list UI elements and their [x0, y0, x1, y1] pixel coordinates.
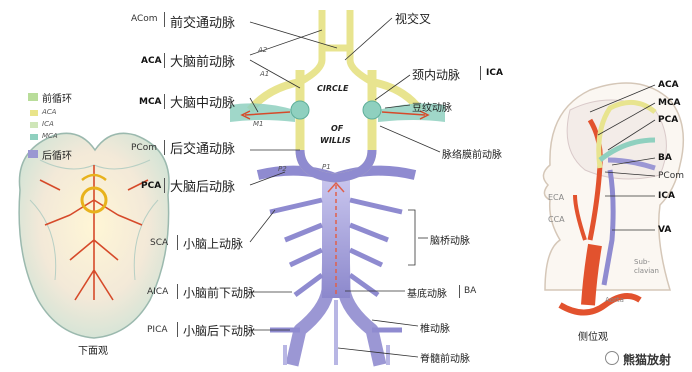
legend-aca: ACA — [42, 108, 56, 116]
label-mca-cn: 大脑中动脉 — [170, 92, 235, 111]
label-pca-cn: 大脑后动脉 — [170, 176, 235, 195]
lateral-label-ba: BA — [658, 153, 672, 163]
watermark-logo-icon — [605, 351, 619, 365]
lateral-label-ica: ICA — [658, 191, 675, 201]
lateral-label-pca: PCA — [658, 115, 678, 125]
divider — [164, 53, 165, 68]
legend-mca: MCA — [42, 132, 58, 140]
label-pcom-cn: 后交通动脉 — [170, 138, 235, 157]
divider — [177, 322, 178, 337]
circle-title-line2: OF — [331, 124, 343, 133]
label-basilar-cn: 基底动脉 — [407, 285, 447, 300]
label-aca-cn: 大脑前动脉 — [170, 51, 235, 70]
legend-swatch-anterior — [28, 93, 38, 101]
legend-swatch-aca — [30, 110, 38, 116]
segment-p1: P1 — [322, 163, 331, 171]
lateral-label-mca: MCA — [658, 98, 681, 108]
label-acom-abbr: ACom — [131, 14, 158, 24]
circle-of-willis-ring — [250, 10, 420, 178]
lateral-view-caption: 侧位观 — [578, 328, 608, 343]
label-sca-cn: 小脑上动脉 — [183, 235, 243, 252]
bottom-view-caption: 下面观 — [78, 342, 108, 357]
divider — [164, 12, 165, 27]
lateral-label-aca: ACA — [658, 80, 679, 90]
label-vertebral: 椎动脉 — [420, 320, 450, 335]
legend-swatch-ica — [30, 122, 38, 128]
legend-anterior-label: 前循环 — [42, 90, 72, 105]
circle-title-line3: WILLIS — [320, 136, 351, 145]
label-anterior-choroidal: 脉络膜前动脉 — [442, 146, 502, 161]
segment-p2: P2 — [278, 165, 287, 173]
lateral-label-aorta: Aorta — [605, 296, 624, 304]
label-aica-cn: 小脑前下动脉 — [183, 284, 255, 301]
legend-ica: ICA — [42, 120, 54, 128]
bottom-view-brain — [19, 133, 169, 338]
lateral-label-subclavian: Sub- clavian — [634, 258, 659, 276]
divider — [177, 284, 178, 299]
label-pca-abbr: PCA — [141, 181, 161, 191]
label-acom-cn: 前交通动脉 — [170, 12, 235, 31]
label-aca-abbr: ACA — [141, 56, 162, 66]
label-lenticulostriate: 豆纹动脉 — [412, 99, 452, 114]
posterior-circulation — [258, 171, 415, 365]
legend-swatch-posterior — [28, 150, 38, 158]
lateral-label-pcom: PCom — [658, 171, 684, 181]
segment-a2: A2 — [258, 46, 267, 54]
legend-posterior-label: 后循环 — [42, 147, 72, 162]
divider — [459, 285, 460, 298]
label-aica-abbr: AICA — [147, 287, 168, 297]
label-basilar-abbr: BA — [464, 286, 476, 296]
lateral-label-cca: CCA — [548, 215, 565, 224]
divider — [177, 235, 178, 250]
watermark-text: 熊猫放射 — [623, 351, 671, 368]
label-pcom-abbr: PCom — [131, 143, 157, 153]
segment-m1: M1 — [253, 120, 264, 128]
divider — [164, 94, 165, 109]
label-pica-cn: 小脑后下动脉 — [183, 322, 255, 339]
lateral-label-va: VA — [658, 225, 671, 235]
label-ica-abbr: ICA — [486, 68, 503, 78]
divider — [164, 140, 165, 155]
segment-a1: A1 — [260, 70, 269, 78]
lateral-label-eca: ECA — [548, 193, 564, 202]
label-pica-abbr: PICA — [147, 325, 168, 335]
divider — [164, 178, 165, 193]
legend-swatch-mca — [30, 134, 38, 140]
label-ica-cn: 颈内动脉 — [412, 66, 460, 83]
label-sca-abbr: SCA — [150, 238, 168, 248]
circle-title-line1: CIRCLE — [317, 84, 348, 93]
label-mca-abbr: MCA — [139, 97, 162, 107]
divider — [480, 66, 481, 80]
label-pontine: 脑桥动脉 — [430, 232, 470, 247]
label-optic-chiasm: 视交叉 — [395, 10, 431, 27]
label-anterior-spinal: 脊髓前动脉 — [420, 350, 470, 365]
